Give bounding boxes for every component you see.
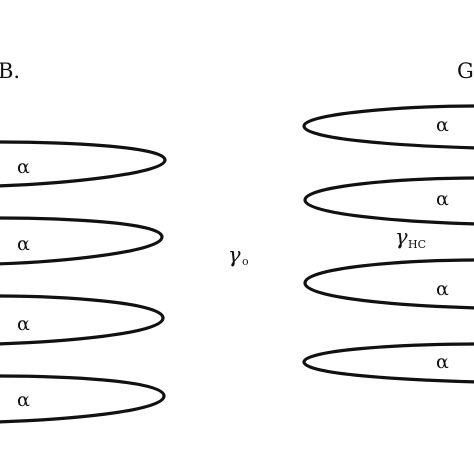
gamma-hc-symbol: γ [395,225,408,249]
right-plate-4-label: α [436,351,449,373]
left-plate-2-label: α [17,233,30,255]
panel-label-left: B. [0,59,20,83]
right-plates: α α α α [302,104,474,384]
left-plate-3 [0,294,165,346]
left-plate-2 [0,216,164,266]
right-plate-4 [302,342,474,384]
left-plate-4 [0,374,166,424]
right-plate-2 [303,176,474,226]
left-plate-3-label: α [17,313,30,335]
right-plate-3 [303,258,474,310]
left-plates: α α α α [0,140,167,424]
gamma-hc-subscript: HC [408,238,426,251]
right-plate-3-label: α [436,278,449,300]
gamma-o-symbol: γ [228,243,241,267]
right-plate-2-label: α [436,188,449,210]
right-plate-1 [302,104,474,150]
gamma-o-subscript: o [242,255,249,268]
left-plate-1-label: α [17,156,30,178]
panel-label-right: G [457,59,474,83]
right-plate-1-label: α [436,114,449,136]
left-plate-4-label: α [17,389,30,411]
gamma-hc-label: γ HC [395,225,426,251]
left-plate-1 [0,140,167,188]
gamma-o-label: γ o [228,243,249,268]
